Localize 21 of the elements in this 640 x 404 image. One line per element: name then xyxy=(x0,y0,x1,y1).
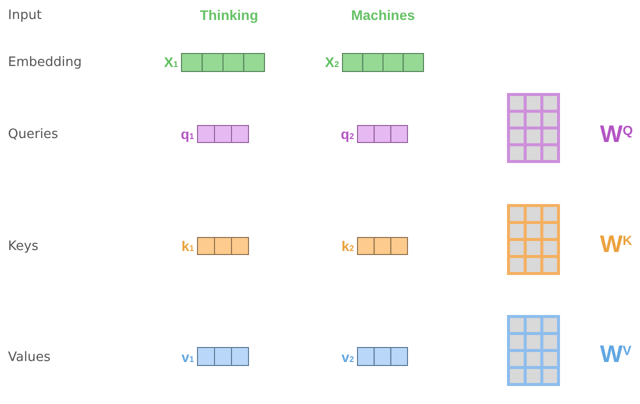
row-label: Input xyxy=(8,8,42,22)
row-label: Embedding xyxy=(8,56,82,68)
vector-bar xyxy=(357,237,408,255)
vector-bar xyxy=(181,53,265,72)
matrix-grid xyxy=(507,204,560,275)
row-label: Keys xyxy=(8,240,38,252)
matrix-label: W$^{Q}$ xyxy=(600,123,633,147)
vector-bar xyxy=(197,237,249,255)
matrix-grid xyxy=(507,315,560,386)
column-heading: Machines xyxy=(351,8,415,22)
matrix-label: W$^{K}$ xyxy=(600,233,632,257)
matrix-grid xyxy=(507,93,560,163)
vector-bar xyxy=(197,347,249,366)
vector-bar xyxy=(357,125,408,143)
row-label: Queries xyxy=(8,128,58,140)
vector-bar xyxy=(197,125,249,143)
column-heading: Thinking xyxy=(200,8,258,22)
vector-bar xyxy=(357,347,408,366)
matrix-label: W$^{V}$ xyxy=(600,343,632,367)
vector-bar xyxy=(342,53,424,72)
row-label: Values xyxy=(8,350,50,364)
